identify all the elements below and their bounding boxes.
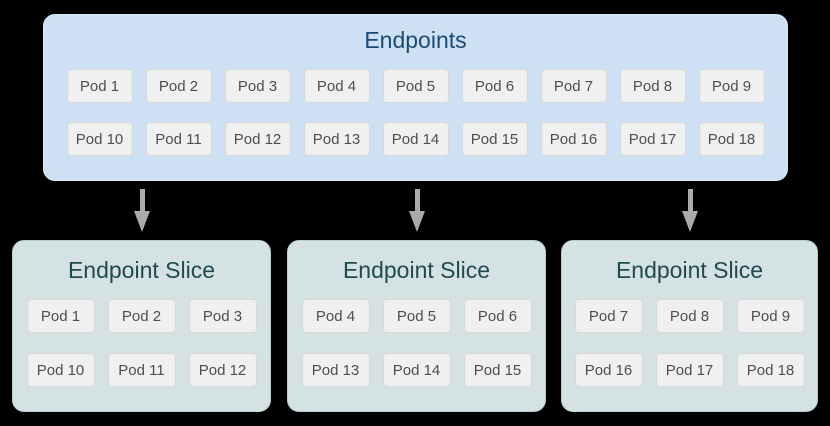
slice-pod-row-2: Pod 10 Pod 11 Pod 12 [13, 353, 270, 387]
pod: Pod 14 [382, 122, 449, 156]
slice-pod-row-2: Pod 16 Pod 17 Pod 18 [562, 353, 817, 387]
arrow-stem [414, 189, 420, 211]
pod: Pod 16 [540, 122, 607, 156]
pod: Pod 16 [574, 353, 643, 387]
pod: Pod 13 [301, 353, 370, 387]
arrow-stem [687, 189, 693, 211]
endpoints-title: Endpoints [364, 27, 467, 53]
pod: Pod 13 [303, 122, 370, 156]
pod: Pod 17 [619, 122, 686, 156]
pod: Pod 8 [655, 299, 724, 333]
pod: Pod 11 [145, 122, 212, 156]
endpoint-slice-title: Endpoint Slice [67, 257, 216, 283]
pod: Pod 18 [736, 353, 805, 387]
pod: Pod 17 [655, 353, 724, 387]
pod: Pod 11 [107, 353, 176, 387]
pod: Pod 8 [619, 69, 686, 103]
endpoint-slice-title: Endpoint Slice [342, 257, 491, 283]
endpoint-slice-box-3: Endpoint Slice Pod 7 Pod 8 Pod 9 Pod 16 … [561, 240, 818, 412]
pod: Pod 10 [66, 122, 133, 156]
arrow-head [682, 211, 698, 232]
pod: Pod 9 [736, 299, 805, 333]
slice-pod-row-2: Pod 13 Pod 14 Pod 15 [288, 353, 545, 387]
arrow-head [134, 211, 150, 232]
down-arrow-icon [134, 189, 150, 232]
pod: Pod 5 [382, 69, 449, 103]
pod: Pod 2 [145, 69, 212, 103]
pod: Pod 4 [301, 299, 370, 333]
down-arrow-icon [682, 189, 698, 232]
endpoint-slice-title: Endpoint Slice [615, 257, 764, 283]
slice-pod-row-1: Pod 1 Pod 2 Pod 3 [13, 299, 270, 333]
pod: Pod 2 [107, 299, 176, 333]
slice-pod-row-1: Pod 4 Pod 5 Pod 6 [288, 299, 545, 333]
pod: Pod 18 [698, 122, 765, 156]
pod: Pod 1 [26, 299, 95, 333]
pod: Pod 1 [66, 69, 133, 103]
pod: Pod 4 [303, 69, 370, 103]
arrow-head [409, 211, 425, 232]
endpoints-box: Endpoints Pod 1 Pod 2 Pod 3 Pod 4 Pod 5 … [43, 14, 788, 181]
endpoints-pod-row-1: Pod 1 Pod 2 Pod 3 Pod 4 Pod 5 Pod 6 Pod … [44, 69, 787, 103]
arrow-stem [139, 189, 145, 211]
pod: Pod 6 [461, 69, 528, 103]
endpoint-slice-box-1: Endpoint Slice Pod 1 Pod 2 Pod 3 Pod 10 … [12, 240, 271, 412]
pod: Pod 7 [540, 69, 607, 103]
endpoints-pod-row-2: Pod 10 Pod 11 Pod 12 Pod 13 Pod 14 Pod 1… [44, 122, 787, 156]
pod: Pod 3 [224, 69, 291, 103]
pod: Pod 6 [463, 299, 532, 333]
pod: Pod 15 [463, 353, 532, 387]
slice-pod-row-1: Pod 7 Pod 8 Pod 9 [562, 299, 817, 333]
pod: Pod 7 [574, 299, 643, 333]
pod: Pod 10 [26, 353, 95, 387]
down-arrow-icon [409, 189, 425, 232]
pod: Pod 15 [461, 122, 528, 156]
pod: Pod 14 [382, 353, 451, 387]
endpoint-slice-box-2: Endpoint Slice Pod 4 Pod 5 Pod 6 Pod 13 … [287, 240, 546, 412]
pod: Pod 12 [188, 353, 257, 387]
pod: Pod 9 [698, 69, 765, 103]
pod: Pod 12 [224, 122, 291, 156]
pod: Pod 5 [382, 299, 451, 333]
pod: Pod 3 [188, 299, 257, 333]
